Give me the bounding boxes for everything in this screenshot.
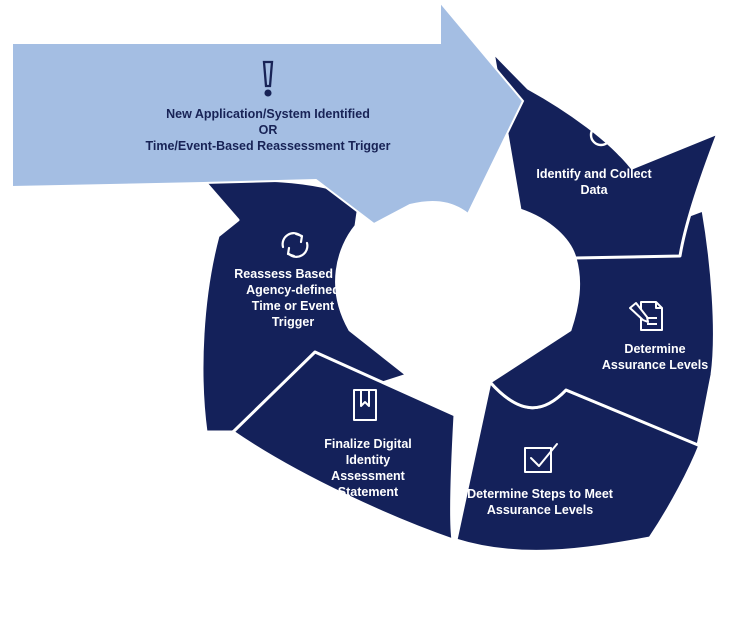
step-label-line: Statement (337, 485, 399, 499)
step-finalize-label: Finalize Digital Identity Assessment Sta… (312, 436, 424, 500)
checkbox-icon (524, 443, 558, 473)
step-label-line: Trigger (271, 315, 315, 329)
trigger-arrow (11, 0, 525, 226)
trigger-label-line3: Time/Event-Based Reassessment Trigger (145, 139, 391, 153)
step-label-line: Identity (345, 453, 391, 467)
cycle-segment-assurance-levels (488, 208, 716, 447)
step-label-line: Reassess Based on (234, 267, 352, 281)
magnifier-icon (589, 123, 622, 157)
step-assurance-levels-label: Determine Assurance Levels (590, 341, 720, 373)
exclamation-icon (262, 60, 274, 97)
step-label-line: Determine Steps to Meet (467, 487, 613, 501)
step-label-line: Time or Event (251, 299, 335, 313)
refresh-icon (281, 232, 309, 258)
step-identify-collect-label: Identify and Collect Data (528, 166, 660, 198)
step-label-line: Agency-defined (246, 283, 340, 297)
step-label-line: Data (580, 183, 608, 197)
step-label-line: Finalize Digital (324, 437, 412, 451)
cycle-segment-identify-collect (481, 40, 720, 260)
step-reassess-label: Reassess Based on Agency-defined Time or… (226, 266, 360, 330)
step-label-line: Assurance Levels (601, 358, 709, 372)
step-label-line: Assurance Levels (486, 503, 594, 517)
trigger-label-line1: New Application/System Identified (166, 107, 370, 121)
cycle-segment-finalize (231, 350, 457, 542)
trigger-label: New Application/System Identified OR Tim… (118, 106, 418, 154)
step-label-line: Assessment (331, 469, 405, 483)
document-pen-icon (629, 301, 663, 331)
step-label-line: Identify and Collect (536, 167, 652, 181)
bookmark-icon (353, 389, 377, 421)
trigger-label-line2: OR (258, 123, 278, 137)
step-determine-steps-label: Determine Steps to Meet Assurance Levels (452, 486, 628, 518)
step-label-line: Determine (624, 342, 686, 356)
